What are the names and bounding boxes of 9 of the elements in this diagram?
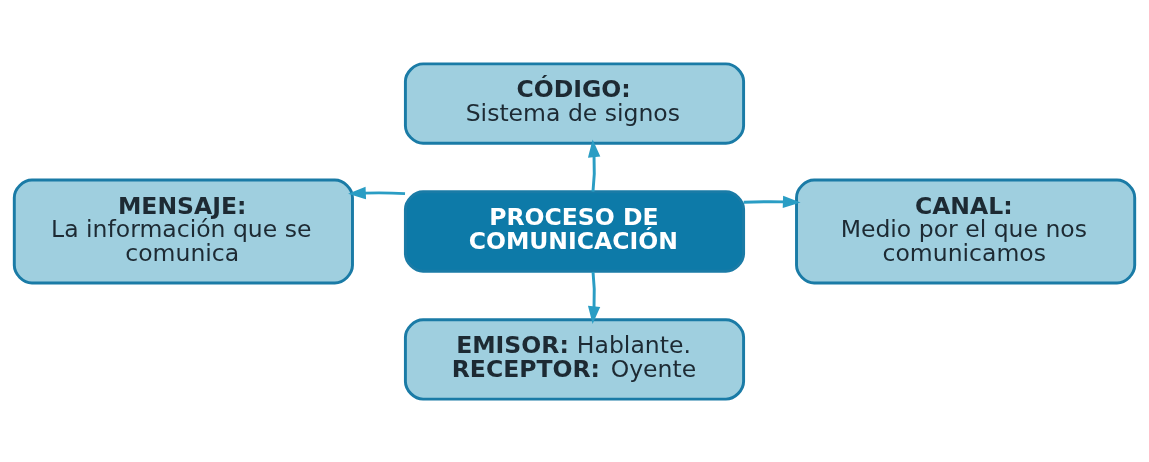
arrow: [587, 271, 601, 324]
arrow: [348, 186, 406, 199]
node-box: EMISOR: Hablante. RECEPTOR: Oyente: [403, 317, 746, 401]
arrow: [743, 195, 801, 208]
node-box: CANAL: Medio por el que nos comunicamos: [795, 178, 1137, 284]
arrow: [587, 138, 601, 192]
node-box: MENSAJE: La información que se comunica: [12, 178, 354, 284]
node-box: PROCESO DE COMUNICACIÓN: [403, 189, 746, 273]
node-box: CÓDIGO: Sistema de signos: [403, 61, 746, 145]
